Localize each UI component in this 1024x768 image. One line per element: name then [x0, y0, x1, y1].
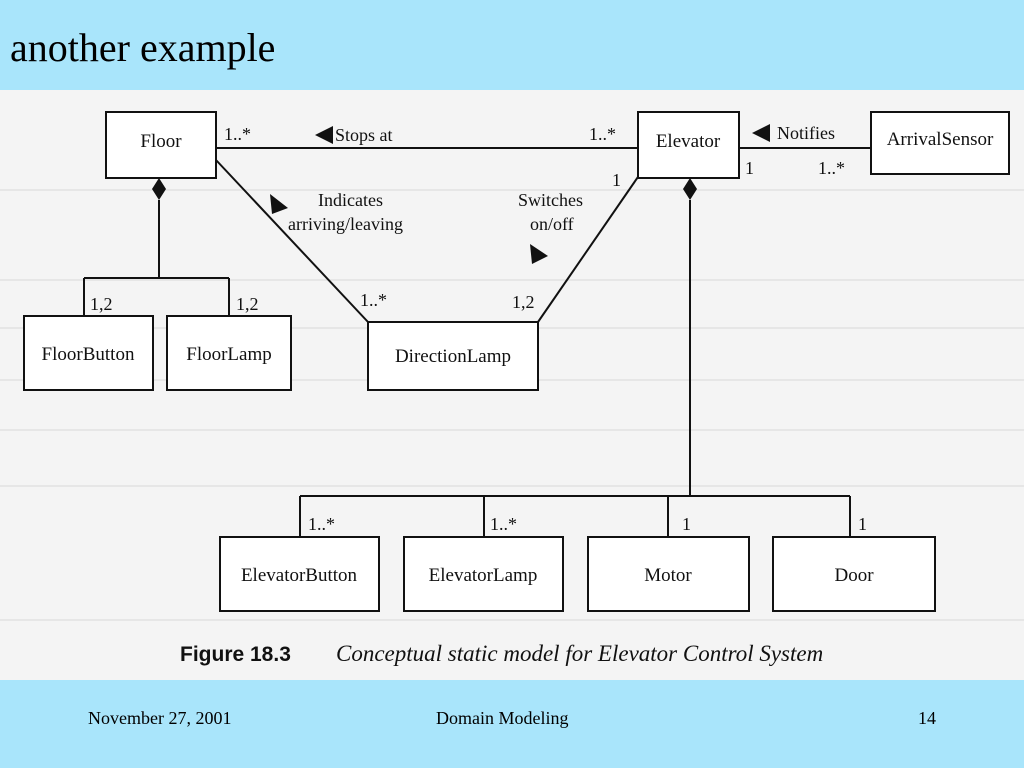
- class-floor-lamp: FloorLamp: [166, 315, 292, 391]
- figure-caption-text: Conceptual static model for Elevator Con…: [336, 641, 823, 666]
- switches-label-line2: on/off: [530, 214, 574, 234]
- switches-elevator-multiplicity: 1: [612, 170, 621, 190]
- switches-direction-icon: [530, 244, 548, 264]
- indicates-label-line2: arriving/leaving: [288, 214, 403, 234]
- stops-at-direction-icon: [315, 126, 333, 144]
- stops-at-elevator-multiplicity: 1..*: [589, 124, 616, 144]
- class-door: Door: [772, 536, 936, 612]
- class-motor-label: Motor: [644, 565, 692, 586]
- door-multiplicity: 1: [858, 514, 867, 534]
- class-elevator-button: ElevatorButton: [219, 536, 380, 612]
- elevator-button-multiplicity: 1..*: [308, 514, 335, 534]
- class-arrival-sensor: ArrivalSensor: [870, 111, 1010, 175]
- class-arrival-sensor-label: ArrivalSensor: [887, 129, 994, 150]
- notifies-direction-icon: [752, 124, 770, 142]
- figure-caption-label: Figure 18.3: [180, 643, 291, 666]
- stops-at-label: Stops at: [335, 125, 393, 145]
- indicates-direction-icon: [270, 194, 288, 214]
- indicates-label-line1: Indicates: [318, 190, 383, 210]
- class-floor-button-label: FloorButton: [42, 344, 135, 365]
- indicates-direction-lamp-multiplicity: 1..*: [360, 290, 387, 310]
- class-floor-button: FloorButton: [23, 315, 154, 391]
- floor-composition-diamond-icon: [152, 178, 166, 200]
- class-floor-label: Floor: [140, 131, 182, 152]
- class-floor: Floor: [105, 111, 217, 179]
- class-elevator-lamp: ElevatorLamp: [403, 536, 564, 612]
- class-elevator-button-label: ElevatorButton: [241, 565, 358, 586]
- elevator-composition-diamond-icon: [683, 178, 697, 200]
- stops-at-floor-multiplicity: 1..*: [224, 124, 251, 144]
- notifies-label: Notifies: [777, 123, 835, 143]
- class-elevator-label: Elevator: [656, 131, 721, 152]
- footer-date: November 27, 2001: [88, 708, 232, 728]
- class-floor-lamp-label: FloorLamp: [186, 344, 272, 365]
- slide-title: another example: [10, 25, 276, 70]
- notifies-elevator-multiplicity: 1: [745, 158, 754, 178]
- class-diagram: .box { fill: #ffffff; stroke: #111; stro…: [0, 111, 1024, 666]
- class-direction-lamp: DirectionLamp: [367, 321, 539, 391]
- footer-page-number: 14: [918, 708, 936, 728]
- elevator-lamp-multiplicity: 1..*: [490, 514, 517, 534]
- figure: .box { fill: #ffffff; stroke: #111; stro…: [0, 90, 1024, 680]
- switches-label-line1: Switches: [518, 190, 583, 210]
- switches-line: [537, 173, 641, 323]
- class-door-label: Door: [834, 565, 874, 586]
- switches-direction-lamp-multiplicity: 1,2: [512, 292, 535, 312]
- footer-title: Domain Modeling: [436, 708, 569, 728]
- class-motor: Motor: [587, 536, 750, 612]
- class-elevator-lamp-label: ElevatorLamp: [429, 565, 538, 586]
- class-elevator: Elevator: [637, 111, 740, 179]
- notifies-sensor-multiplicity: 1..*: [818, 158, 845, 178]
- floor-button-multiplicity: 1,2: [90, 294, 113, 314]
- floor-lamp-multiplicity: 1,2: [236, 294, 259, 314]
- motor-multiplicity: 1: [682, 514, 691, 534]
- class-direction-lamp-label: DirectionLamp: [395, 346, 511, 367]
- indicates-line: [215, 159, 369, 323]
